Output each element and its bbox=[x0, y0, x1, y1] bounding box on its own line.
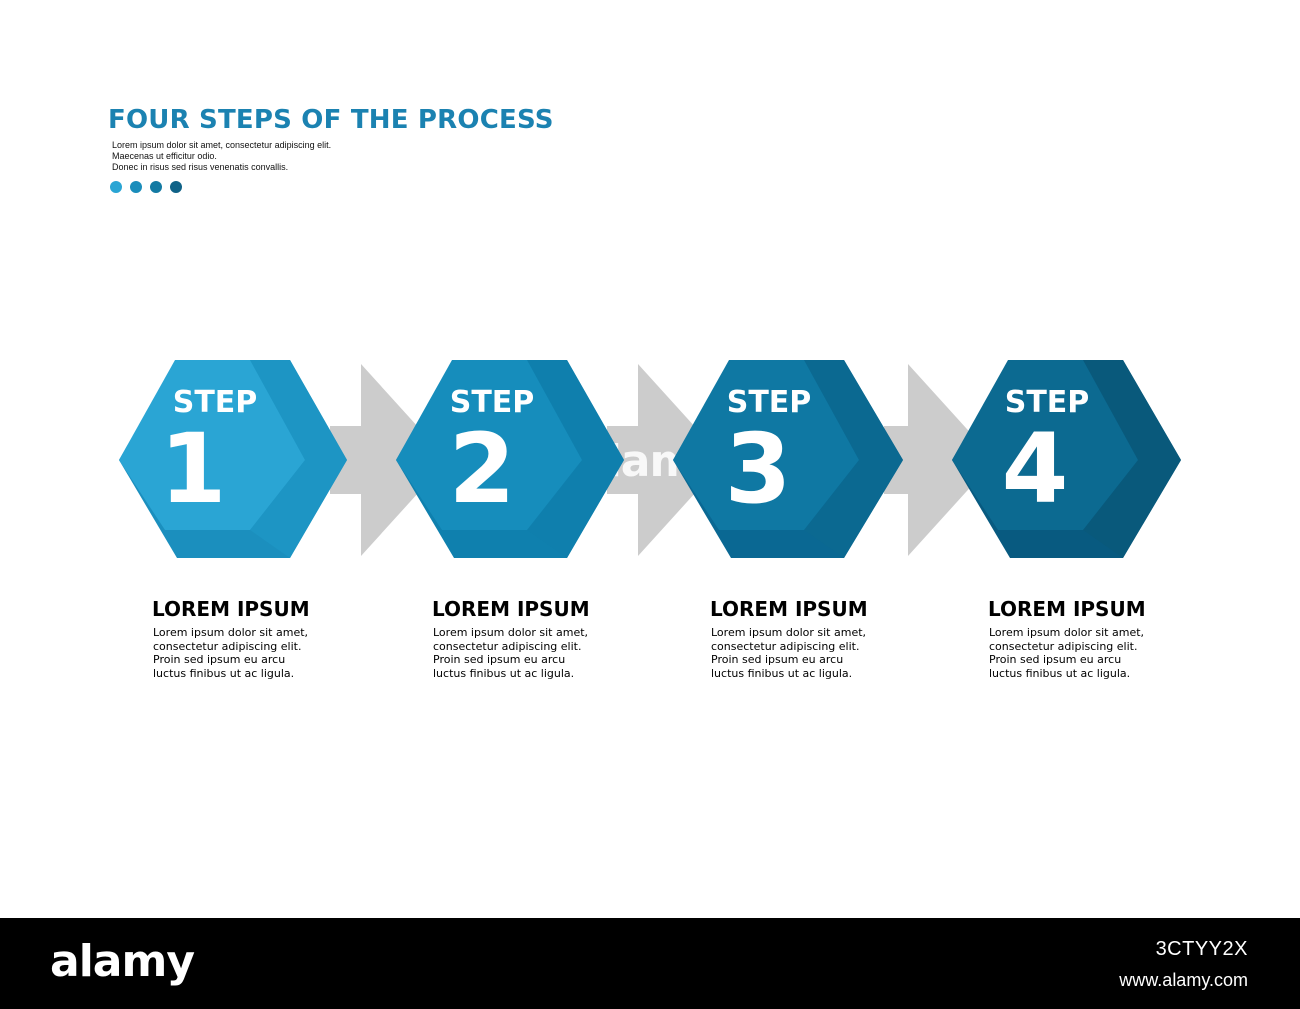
step-hexagon-1: STEP 1 bbox=[119, 360, 347, 558]
hex-shade-4 bbox=[1083, 360, 1181, 558]
step-number-1: 1 bbox=[160, 413, 227, 525]
step-4-line-2: consectetur adipiscing elit. bbox=[989, 639, 1138, 653]
hex-main-3 bbox=[673, 360, 859, 530]
site-url: www.alamy.com bbox=[1119, 970, 1248, 990]
step-heading-4: LOREM IPSUM bbox=[988, 597, 1146, 621]
hex-shade-1 bbox=[250, 360, 347, 558]
step-1-line-2: consectetur adipiscing elit. bbox=[153, 639, 302, 653]
hex-main-1 bbox=[119, 360, 305, 530]
step-description-3: LOREM IPSUM Lorem ipsum dolor sit amet, … bbox=[710, 597, 950, 680]
step-label-4: STEP bbox=[1005, 385, 1090, 420]
dot-1 bbox=[110, 181, 122, 193]
step-label-2: STEP bbox=[450, 385, 535, 420]
step-description-4: LOREM IPSUM Lorem ipsum dolor sit amet, … bbox=[988, 597, 1228, 680]
step-body-1: Lorem ipsum dolor sit amet, consectetur … bbox=[153, 626, 392, 680]
arrow-2 bbox=[607, 364, 725, 556]
image-id: 3CTYY2X bbox=[1155, 938, 1248, 960]
step-body-4: Lorem ipsum dolor sit amet, consectetur … bbox=[989, 626, 1228, 680]
step-description-1: LOREM IPSUM Lorem ipsum dolor sit amet, … bbox=[152, 597, 392, 680]
step-description-2: LOREM IPSUM Lorem ipsum dolor sit amet, … bbox=[432, 597, 672, 680]
dot-2 bbox=[130, 181, 142, 193]
step-3-line-4: luctus finibus ut ac ligula. bbox=[711, 666, 853, 680]
step-2-line-2: consectetur adipiscing elit. bbox=[433, 639, 582, 653]
step-heading-1: LOREM IPSUM bbox=[152, 597, 310, 621]
brand-logo: alamy bbox=[50, 936, 195, 987]
step-2-line-4: luctus finibus ut ac ligula. bbox=[433, 666, 575, 680]
step-2-line-1: Lorem ipsum dolor sit amet, bbox=[433, 626, 589, 639]
hex-shade-3 bbox=[804, 360, 903, 558]
step-body-2: Lorem ipsum dolor sit amet, consectetur … bbox=[433, 626, 672, 680]
step-3-line-2: consectetur adipiscing elit. bbox=[711, 639, 860, 653]
step-label-1: STEP bbox=[173, 385, 258, 420]
step-heading-3: LOREM IPSUM bbox=[710, 597, 868, 621]
step-3-line-1: Lorem ipsum dolor sit amet, bbox=[711, 626, 867, 639]
step-number-4: 4 bbox=[1002, 413, 1069, 525]
step-number-2: 2 bbox=[449, 413, 516, 525]
step-body-3: Lorem ipsum dolor sit amet, consectetur … bbox=[711, 626, 950, 680]
step-1-line-1: Lorem ipsum dolor sit amet, bbox=[153, 626, 309, 639]
step-hexagon-4: STEP 4 bbox=[952, 360, 1181, 558]
header-line-3: Donec in risus sed risus venenatis conva… bbox=[112, 162, 289, 172]
decorative-dots bbox=[110, 181, 182, 193]
header-line-1: Lorem ipsum dolor sit amet, consectetur … bbox=[112, 140, 332, 150]
hex-shade-2 bbox=[527, 360, 624, 558]
arrow-3 bbox=[884, 364, 995, 556]
step-1-line-4: luctus finibus ut ac ligula. bbox=[153, 666, 295, 680]
header-description: Lorem ipsum dolor sit amet, consectetur … bbox=[112, 140, 554, 173]
page-title: FOUR STEPS OF THE PROCESS bbox=[108, 105, 554, 135]
step-label-3: STEP bbox=[727, 385, 812, 420]
hex-main-4 bbox=[952, 360, 1138, 530]
arrow-1 bbox=[330, 364, 448, 556]
step-4-line-1: Lorem ipsum dolor sit amet, bbox=[989, 626, 1145, 639]
step-1-line-3: Proin sed ipsum eu arcu bbox=[153, 653, 286, 666]
connector-arrows bbox=[330, 364, 995, 556]
dot-3 bbox=[150, 181, 162, 193]
step-hexagon-3: STEP 3 bbox=[673, 360, 903, 558]
step-4-line-3: Proin sed ipsum eu arcu bbox=[989, 653, 1122, 666]
step-number-3: 3 bbox=[725, 413, 792, 525]
hex-main-2 bbox=[396, 360, 582, 530]
step-3-line-3: Proin sed ipsum eu arcu bbox=[711, 653, 844, 666]
header-line-2: Maecenas ut efficitur odio. bbox=[112, 151, 217, 161]
stock-footer-bar: alamy 3CTYY2X www.alamy.com bbox=[0, 918, 1300, 1009]
dot-4 bbox=[170, 181, 182, 193]
process-flow: alamy STEP 1 STEP 2 STEP 3 STEP 4 bbox=[119, 360, 1181, 558]
header: FOUR STEPS OF THE PROCESS Lorem ipsum do… bbox=[108, 104, 554, 173]
step-hexagon-2: STEP 2 bbox=[396, 360, 624, 558]
step-heading-2: LOREM IPSUM bbox=[432, 597, 590, 621]
step-4-line-4: luctus finibus ut ac ligula. bbox=[989, 666, 1131, 680]
step-2-line-3: Proin sed ipsum eu arcu bbox=[433, 653, 566, 666]
